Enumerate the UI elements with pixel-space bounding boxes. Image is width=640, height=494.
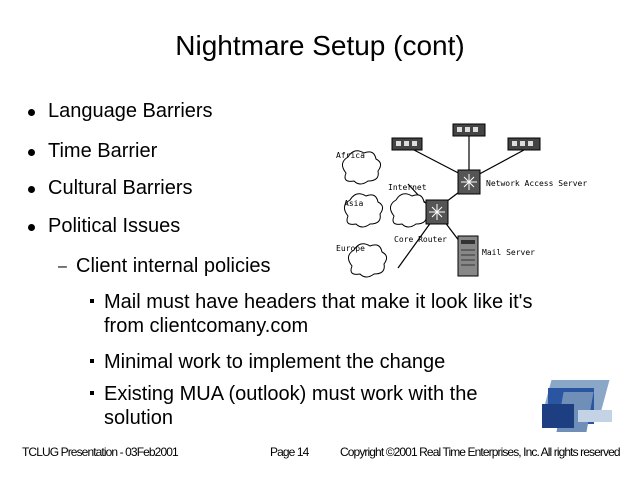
router-icon <box>457 169 481 195</box>
dash-marker: – <box>58 258 67 275</box>
square-marker <box>90 299 94 303</box>
bullet-cultural-barriers: Cultural Barriers <box>48 177 193 199</box>
bullet-political-issues: Political Issues <box>48 215 181 237</box>
modem-icon <box>452 123 486 137</box>
sub-item-minimal-work: Minimal work to implement the change <box>104 351 446 373</box>
company-logo <box>542 380 612 432</box>
network-diagram: Africa Internet Asia Network Access Serv… <box>336 123 587 278</box>
router-icon <box>425 199 449 225</box>
footer-copyright: Copyright ©2001 Real Time Enterprises, I… <box>340 445 621 459</box>
cloud-icon <box>390 193 430 228</box>
cloud-icon <box>348 243 388 278</box>
bullet-marker <box>28 109 35 116</box>
sub-item-existing-mua: Existing MUA (outlook) must work with th… <box>104 383 478 429</box>
modem-icon <box>391 137 423 151</box>
sub-item-headers: Mail must have headers that make it look… <box>104 291 533 337</box>
label-core-router: Core Router <box>394 235 447 244</box>
square-marker <box>90 391 94 395</box>
label-asia: Asia <box>344 199 363 208</box>
bullet-language-barriers: Language Barriers <box>48 100 213 122</box>
label-mail-server: Mail Server <box>482 248 535 257</box>
label-network-access-server: Network Access Server <box>486 179 587 188</box>
label-africa: Africa <box>336 151 365 160</box>
page-title: Nightmare Setup (cont) <box>175 30 465 61</box>
bullet-time-barrier: Time Barrier <box>48 140 158 162</box>
bullet-marker <box>28 186 35 193</box>
label-internet: Internet <box>388 183 427 192</box>
modem-icon <box>507 137 541 151</box>
label-europe: Europe <box>336 244 365 253</box>
bullet-marker <box>28 149 35 156</box>
footer-page-number: Page 14 <box>270 445 309 459</box>
footer-left: TCLUG Presentation - 03Feb2001 <box>22 445 179 459</box>
cloud-icon <box>342 150 382 185</box>
bullet-marker <box>28 224 35 231</box>
cloud-icon <box>344 193 384 228</box>
square-marker <box>90 359 94 363</box>
server-icon <box>457 235 479 277</box>
sub-heading: Client internal policies <box>76 255 271 277</box>
